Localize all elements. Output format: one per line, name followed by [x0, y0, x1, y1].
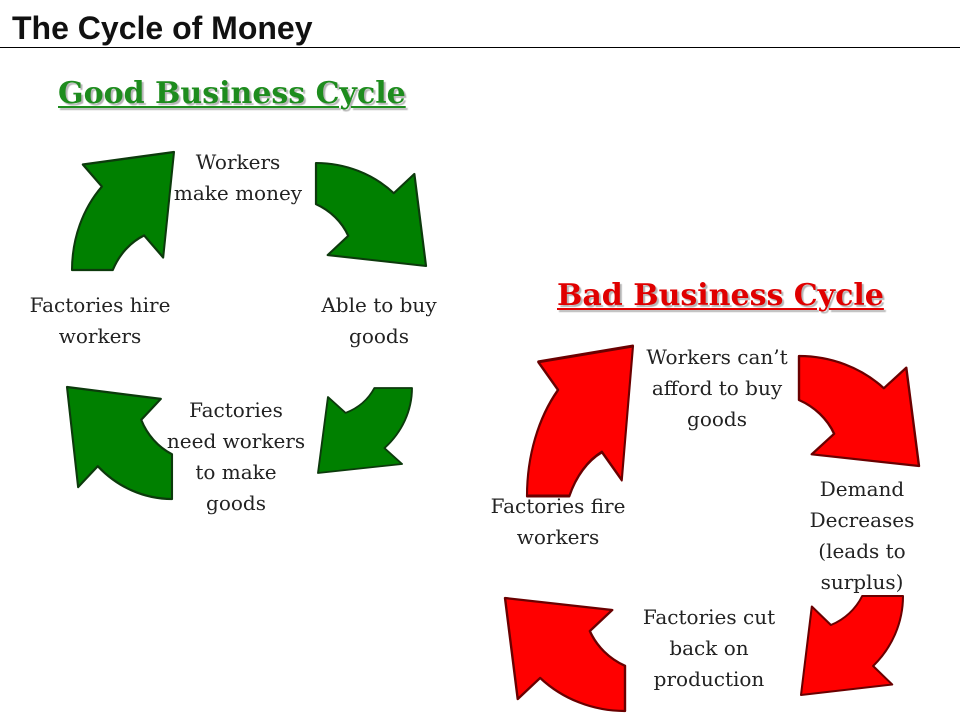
- bad-step-workers-cant-afford: Workers can’t afford to buy goods: [646, 345, 788, 431]
- bad-step-demand-decreases: Demand Decreases (leads to surplus): [809, 477, 915, 594]
- good-arrow-bottom-right: [317, 387, 413, 474]
- good-arrow-top-left: [70, 150, 176, 272]
- bad-arrow-top-left: [525, 344, 635, 498]
- good-cycle-heading: Good Business Cycle: [58, 76, 406, 111]
- good-step-factories-need-workers: Factories need workers to make goods: [166, 398, 306, 515]
- title-divider: [0, 47, 960, 48]
- bad-arrow-bottom-right: [799, 594, 905, 697]
- good-step-workers-make-money: Workers make money: [173, 150, 303, 205]
- good-step-able-to-buy-goods: Able to buy goods: [321, 293, 437, 348]
- bad-arrow-bottom-left: [503, 596, 627, 713]
- good-arrow-top-right: [314, 161, 428, 268]
- bad-arrow-top-right: [797, 354, 921, 468]
- bad-step-factories-cut-back: Factories cut back on production: [642, 605, 776, 691]
- good-step-factories-hire-workers: Factories hire workers: [29, 293, 171, 348]
- bad-cycle-heading: Bad Business Cycle: [557, 278, 884, 313]
- good-arrow-bottom-left: [65, 385, 174, 501]
- bad-step-factories-fire-workers: Factories fire workers: [490, 494, 626, 549]
- page-title: The Cycle of Money: [12, 10, 313, 46]
